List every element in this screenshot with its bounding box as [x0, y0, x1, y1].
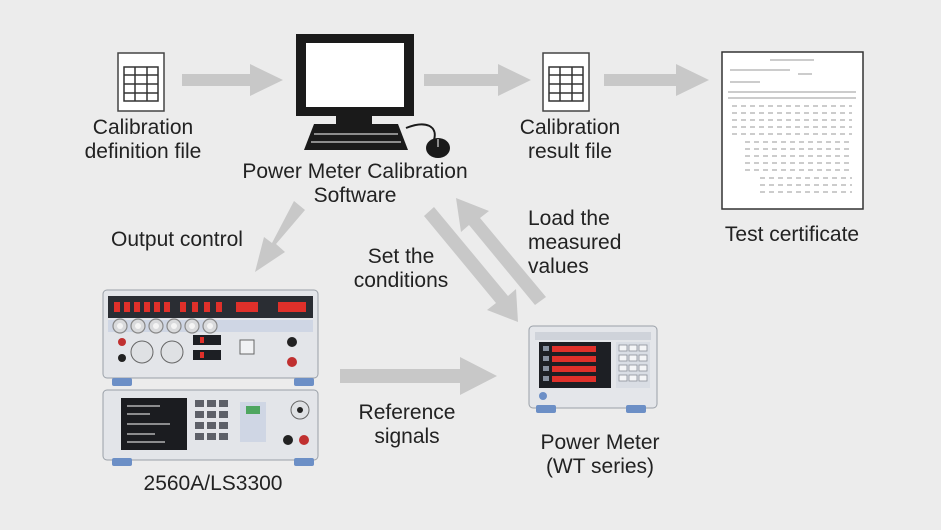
- calibrator-device: [102, 289, 319, 466]
- arrow-software-to-result: [424, 64, 531, 96]
- result-file-icon: [542, 52, 590, 112]
- power-meter-device: [528, 325, 658, 413]
- arrow-output-control: [255, 201, 305, 272]
- reference-signals-label: Reference signals: [358, 401, 456, 448]
- power-meter-calibration-software-label: Power Meter Calibration Software: [242, 160, 468, 207]
- computer-icon: [296, 34, 450, 158]
- calibration-definition-file-label: Calibration definition file: [84, 116, 202, 163]
- power-meter-label: Power Meter (WT series): [540, 431, 660, 478]
- set-the-conditions-label: Set the conditions: [353, 245, 449, 292]
- output-control-label: Output control: [111, 228, 243, 251]
- arrow-definition-to-software: [182, 64, 283, 96]
- source-device-label: 2560A/LS3300: [143, 472, 283, 495]
- arrow-reference-signals: [340, 357, 497, 395]
- arrow-set-conditions: [424, 207, 518, 322]
- certificate-icon: [721, 51, 864, 210]
- test-certificate-label: Test certificate: [724, 223, 860, 246]
- calibration-result-file-label: Calibration result file: [519, 116, 621, 163]
- definition-file-icon: [117, 52, 165, 112]
- load-the-measured-values-label: Load the measured values: [528, 207, 622, 278]
- arrow-result-to-certificate: [604, 64, 709, 96]
- arrow-load-measured-values: [456, 198, 546, 305]
